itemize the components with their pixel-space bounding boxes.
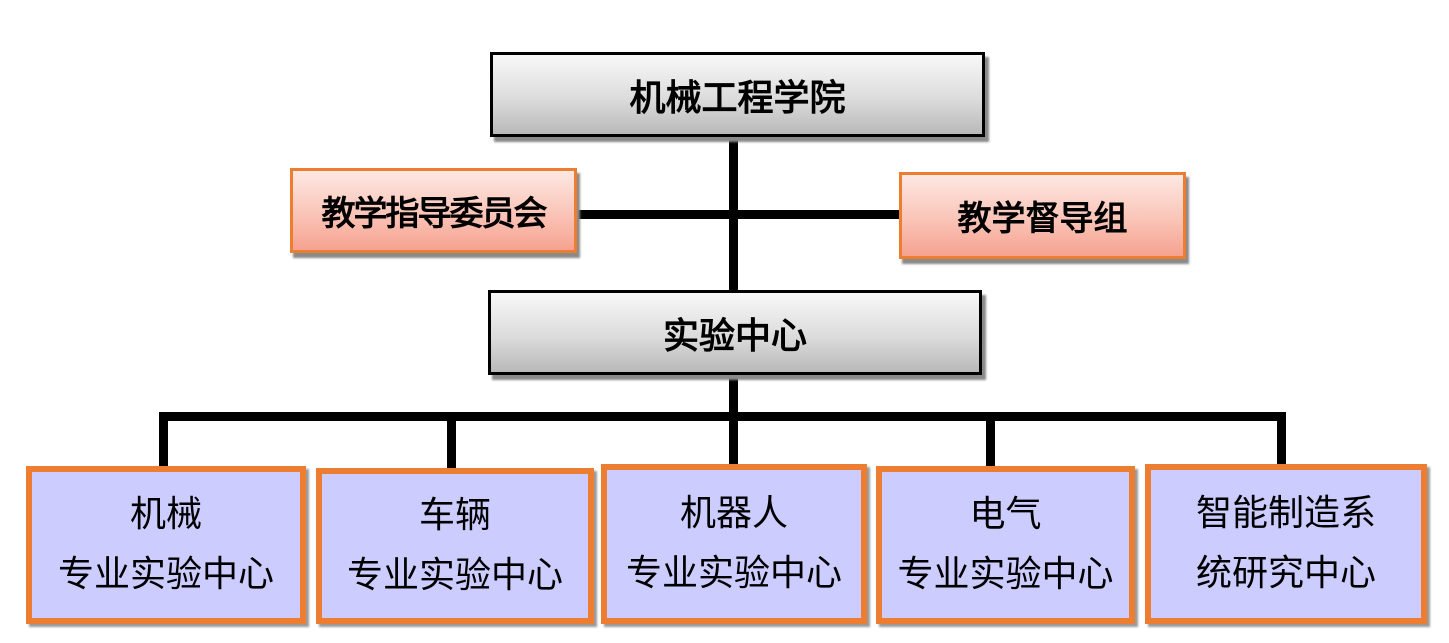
teaching-supervision-box: 教学督导组: [899, 172, 1186, 259]
center-box-robotics: 机器人 专业实验中心: [601, 464, 867, 624]
center-subtitle: 专业实验中心: [625, 553, 842, 594]
center-subtitle: 专业实验中心: [346, 555, 563, 596]
center-box-mechanical: 机械 专业实验中心: [26, 466, 306, 624]
teaching-committee-box: 教学指导委员会: [290, 168, 577, 253]
teaching-committee-title: 教学指导委员会: [321, 194, 548, 234]
connector-drop-4: [986, 412, 995, 468]
center-name: 车辆: [418, 495, 491, 536]
connector-drop-2: [447, 412, 456, 468]
center-name: 机械: [129, 494, 202, 535]
connector-bus-horizontal: [159, 412, 1286, 421]
lab-center-title: 实验中心: [662, 315, 807, 357]
center-subtitle: 专业实验中心: [897, 554, 1114, 595]
lab-center-box: 实验中心: [488, 290, 982, 375]
center-box-electrical: 电气 专业实验中心: [876, 466, 1135, 624]
center-box-vehicle: 车辆 专业实验中心: [316, 468, 594, 624]
connector-drop-5: [1277, 412, 1286, 468]
center-box-smart-manufacturing: 智能制造系 统研究中心: [1145, 464, 1427, 624]
college-box: 机械工程学院: [490, 52, 985, 137]
center-name: 机器人: [679, 493, 788, 534]
center-name: 智能制造系: [1195, 493, 1376, 534]
connector-advisory-horizontal: [575, 210, 902, 219]
college-title: 机械工程学院: [629, 77, 846, 119]
teaching-supervision-title: 教学督导组: [957, 199, 1128, 239]
center-subtitle: 专业实验中心: [57, 554, 274, 595]
center-subtitle: 统研究中心: [1195, 553, 1376, 594]
center-name: 电气: [969, 494, 1042, 535]
connector-drop-1: [159, 412, 168, 468]
